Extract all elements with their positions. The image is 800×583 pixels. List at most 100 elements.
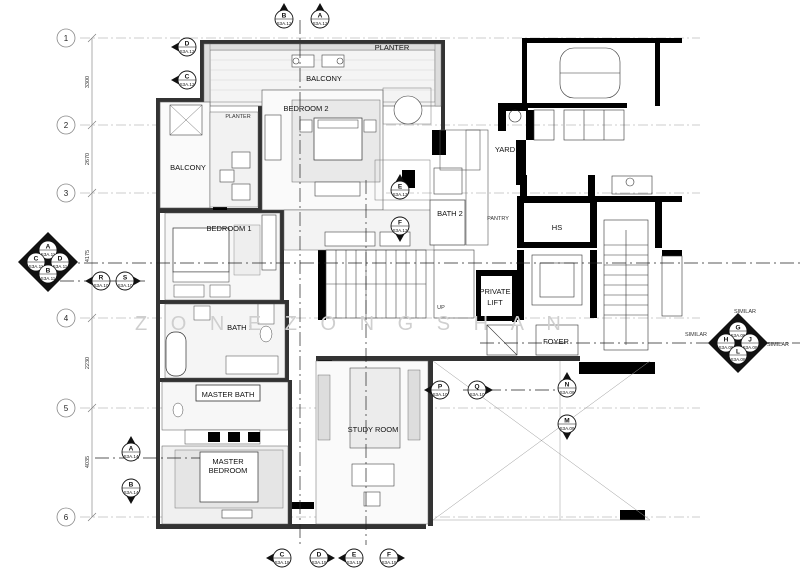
quad-letter: J [748,337,752,344]
study-room-area [315,360,429,525]
quad-letter: G [735,325,740,332]
label-hs: HS [552,223,562,232]
tag-letter: E [398,184,403,191]
quad-ref: S3A.08 [730,333,746,338]
bath1-area [164,303,286,379]
bedroom1-area [164,212,281,301]
grid-label-1: 1 [64,34,69,43]
label-planter-top: PLANTER [375,43,410,52]
label-planter-side: PLANTER [225,114,250,120]
tag-ref: S3A.15 [381,560,397,565]
label-bedroom2: BEDROOM 2 [283,104,328,113]
dim-1: 3300 [85,76,91,88]
master-bath-area [161,381,289,445]
label-bath1: BATH 1 [227,323,253,332]
quad-letter: D [58,256,63,263]
label-master-bath: MASTER BATH [202,390,255,399]
tag-ref: S3A.10 [117,283,133,288]
quad-letter: B [46,268,51,275]
dimension-texts: 3300 2670 4175 2230 4035 [85,76,91,468]
label-up: UP [437,305,445,311]
tag-letter: Q [474,384,479,391]
tag-ref: S3A.12 [276,21,292,26]
quad-letter: L [736,349,740,356]
tag-letter: C [280,552,285,559]
section-tags: BS3A.12AS3A.12DS3A.12CS3A.12ES3A.13FS3A.… [18,3,768,568]
tag-ref: S3A.14 [123,454,139,459]
tag-letter: R [99,275,104,282]
terrace-hatch [432,360,651,521]
tag-ref: S3A.15 [274,560,290,565]
tag-ref: S3A.15 [346,560,362,565]
dim-4: 2230 [85,357,91,369]
label-lift: LIFT [487,298,503,307]
quad-ref: S3A.11 [29,264,44,269]
tag-letter: N [565,382,570,389]
tag-letter: S [123,275,128,282]
dim-2: 2670 [85,153,91,165]
quad-ref: S3A.11 [41,276,56,281]
room-labels: PLANTER BALCONY BEDROOM 2 PLANTER BALCON… [170,43,569,475]
tag-ref: S3A.10 [432,392,448,397]
tag-ref: S3A.12 [179,49,195,54]
tag-ref: S3A.15 [311,560,327,565]
tag-ref: S3A.09 [559,390,575,395]
tag-ref: S3A.13 [392,228,408,233]
tag-letter: C [185,74,190,81]
quad-ref: S3A.08 [742,345,758,350]
label-yard: YARD [495,145,516,154]
dim-3: 4175 [85,250,91,262]
bedroom2-area [261,87,432,211]
staircase [325,249,475,319]
dim-5: 4035 [85,456,91,468]
quad-letter: C [34,256,39,263]
core-interior [486,47,683,356]
grid-label-6: 6 [64,513,69,522]
quad-ref: S3A.11 [41,252,56,257]
grid-label-2: 2 [64,121,69,130]
quad-ref: S3A.08 [730,357,746,362]
tag-letter: B [282,13,287,20]
tag-letter: A [129,446,134,453]
master-bedroom-area [161,445,289,525]
label-bedroom1: BEDROOM 1 [206,224,251,233]
tag-letter: M [564,418,569,425]
tag-ref: S3A.13 [392,192,408,197]
label-private: PRIVATE [480,287,511,296]
label-foyer: FOYER [543,337,569,346]
label-bath2: BATH 2 [437,209,463,218]
label-balcony-left: BALCONY [170,163,206,172]
tag-letter: F [398,220,402,227]
grid-label-3: 3 [64,189,69,198]
quad-ref: S3A.11 [53,264,68,269]
quad-ref: S3A.08 [718,345,734,350]
tag-letter: D [185,41,190,48]
quad-letter: H [724,337,729,344]
similar-label-top: SIMILAR [734,309,756,315]
tag-ref: S3A.14 [123,490,139,495]
tag-ref: S3A.12 [312,21,328,26]
tag-ref: S3A.09 [559,426,575,431]
core-walls [476,38,682,520]
grid-bubbles: 1 2 3 4 5 6 [56,28,76,527]
label-master-bedroom-2: BEDROOM [209,466,248,475]
tag-letter: E [352,552,357,559]
watermark-text: Z O N E Z O N G S H A N [135,313,570,335]
label-balcony-top: BALCONY [306,74,342,83]
label-master-bedroom-1: MASTER [212,457,244,466]
